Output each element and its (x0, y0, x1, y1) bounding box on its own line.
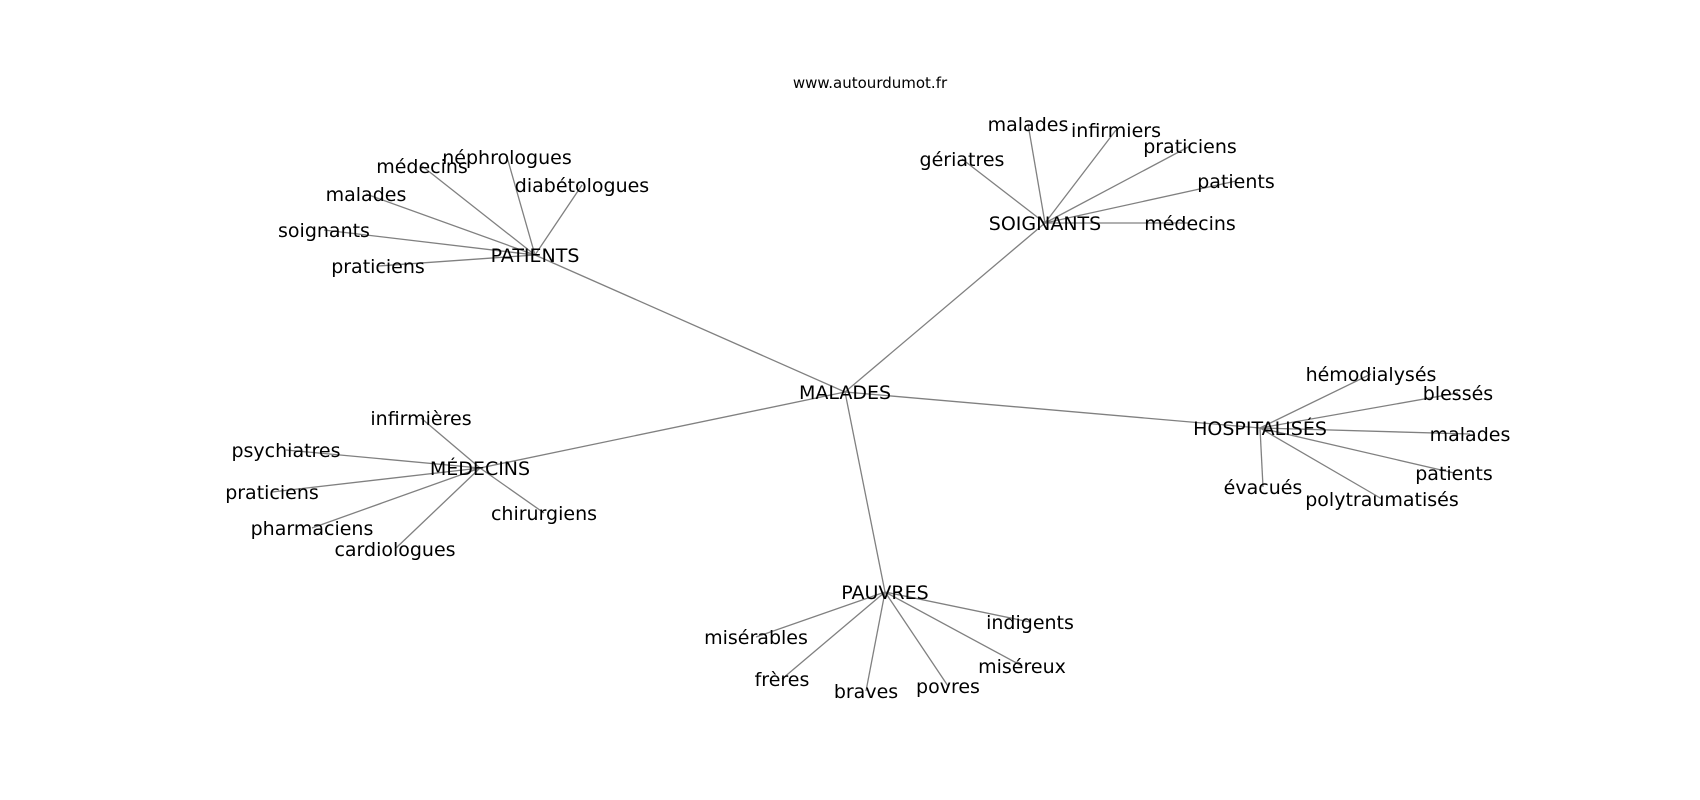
word-node-label: indigents (986, 612, 1074, 634)
edge-cluster-word (1044, 129, 1117, 224)
word-node-label: blessés (1423, 383, 1493, 405)
edge-cluster-word (781, 591, 886, 680)
edge-cluster-word (884, 591, 1023, 667)
edge-cluster-word (479, 467, 545, 514)
edge-cluster-word (755, 591, 886, 638)
edge-cluster-word (1259, 373, 1372, 429)
word-node-label: médecins (1144, 213, 1236, 235)
edge-cluster-word (1259, 392, 1459, 429)
edge-cluster-word (420, 417, 481, 469)
word-node-label: patients (1415, 463, 1493, 485)
word-node-label: gériatres (920, 149, 1005, 171)
edge-cluster-word (421, 165, 536, 256)
word-node-label: praticiens (1143, 136, 1237, 158)
edge-cluster-word (1044, 145, 1191, 224)
word-node-label: évacués (1224, 477, 1303, 499)
word-node-label: infirmiers (1071, 120, 1161, 142)
word-node-label: cardiologues (334, 539, 455, 561)
edge-cluster-word (1259, 427, 1264, 488)
word-node-label: diabétologues (515, 175, 649, 197)
graph-edges (271, 123, 1471, 692)
edge-cluster-word (271, 467, 481, 493)
word-node-label: médecins (376, 156, 468, 178)
edge-cluster-word (377, 254, 536, 267)
word-node-label: povres (916, 676, 980, 698)
cluster-node-label: PAUVRES (841, 582, 928, 604)
edge-cluster-word (394, 467, 481, 550)
edge-cluster-word (323, 229, 536, 256)
word-node-label: pharmaciens (251, 518, 374, 540)
edge-cluster-word (534, 184, 583, 256)
graph-labels: www.autourdumot.fr MALADES PATIENTS néphro… (225, 74, 1510, 703)
edge-cluster-word (365, 193, 536, 256)
edge-cluster-word (1259, 427, 1455, 474)
edge-cluster-word (1044, 180, 1237, 224)
word-node-label: praticiens (331, 256, 425, 278)
edge-cluster-word (884, 591, 949, 687)
word-node-label: infirmières (370, 408, 471, 430)
word-node-label: soignants (278, 220, 370, 242)
cluster-node-label: MÉDECINS (430, 457, 530, 480)
edge-root-cluster (844, 391, 1261, 429)
edge-cluster-word (506, 156, 536, 256)
root-node-label: MALADES (799, 382, 891, 404)
edge-cluster-word (961, 158, 1046, 224)
edge-root-cluster (479, 391, 846, 469)
word-node-label: frères (755, 669, 810, 691)
edge-cluster-word (285, 449, 481, 469)
edge-cluster-word (1259, 427, 1471, 435)
edge-cluster-word (865, 591, 886, 692)
edge-root-cluster (844, 391, 886, 593)
word-node-label: malades (326, 184, 407, 206)
edge-cluster-word (1259, 427, 1383, 500)
word-node-label: misérables (704, 627, 808, 649)
word-node-label: hémodialysés (1306, 364, 1437, 386)
cluster-node-label: HOSPITALISÉS (1193, 417, 1327, 440)
edge-cluster-word (311, 467, 481, 529)
word-node-label: miséreux (978, 656, 1066, 678)
edge-root-cluster (844, 222, 1046, 393)
word-node-label: braves (834, 681, 898, 703)
edge-root-cluster (534, 254, 846, 393)
word-node-label: malades (1430, 424, 1511, 446)
word-node-label: psychiatres (231, 440, 340, 462)
word-node-label: chirurgiens (491, 503, 597, 525)
word-node-label: praticiens (225, 482, 319, 504)
edge-cluster-word (1027, 123, 1046, 224)
word-node-label: néphrologues (442, 147, 571, 169)
edge-cluster-word (884, 591, 1031, 623)
word-node-label: patients (1197, 171, 1275, 193)
source-url: www.autourdumot.fr (793, 74, 948, 92)
cluster-node-label: PATIENTS (491, 245, 580, 267)
word-node-label: polytraumatisés (1305, 489, 1459, 511)
cluster-node-label: SOIGNANTS (989, 213, 1101, 235)
word-node-label: malades (988, 114, 1069, 136)
